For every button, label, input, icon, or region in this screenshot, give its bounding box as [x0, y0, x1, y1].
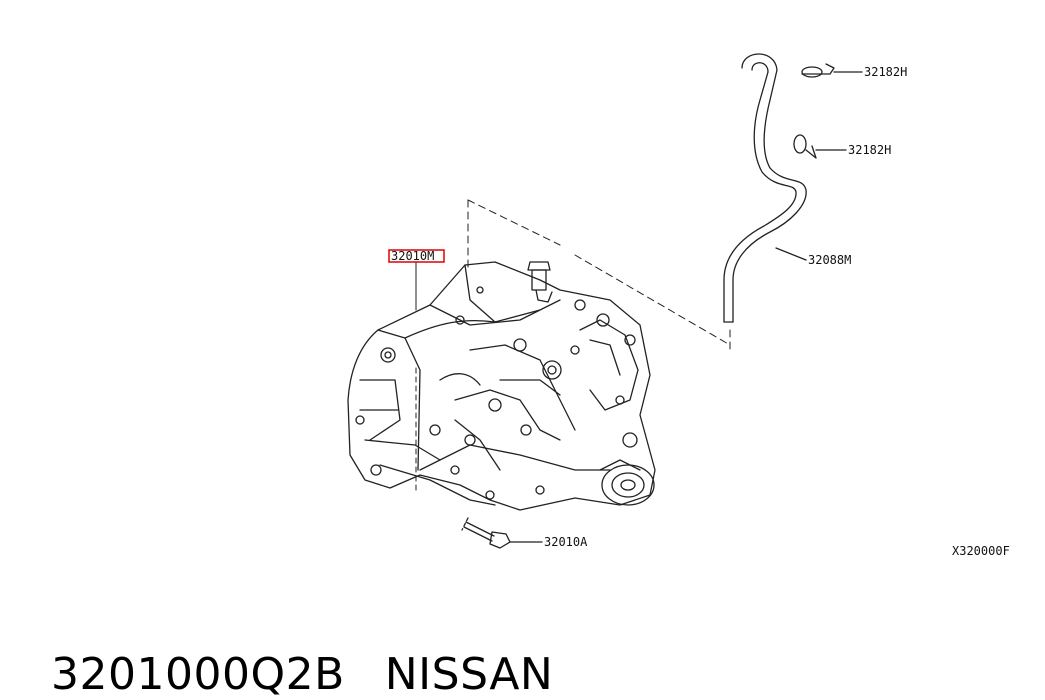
hose-clamp-lower	[793, 134, 847, 159]
hose-callout[interactable]: 32088M	[808, 253, 851, 267]
transmission-assembly	[347, 261, 656, 511]
transmission-callout[interactable]: 32010M	[391, 249, 434, 263]
hose-leader	[775, 247, 807, 261]
clamp-upper-callout[interactable]: 32182H	[864, 65, 907, 79]
footer-caption: 3201000Q2B NISSAN	[22, 598, 553, 700]
brand-name: NISSAN	[384, 649, 554, 700]
breather-hose	[723, 53, 807, 323]
hose-clamp-upper	[801, 63, 863, 78]
bolt-callout[interactable]: 32010A	[544, 535, 588, 549]
diagram-code: X320000F	[952, 544, 1010, 558]
transmission-callout-highlight	[388, 249, 445, 263]
part-number: 3201000Q2B	[50, 649, 345, 700]
alignment-dashes	[467, 199, 731, 351]
transmission-bolt	[461, 517, 543, 549]
clamp-lower-callout[interactable]: 32182H	[848, 143, 891, 157]
